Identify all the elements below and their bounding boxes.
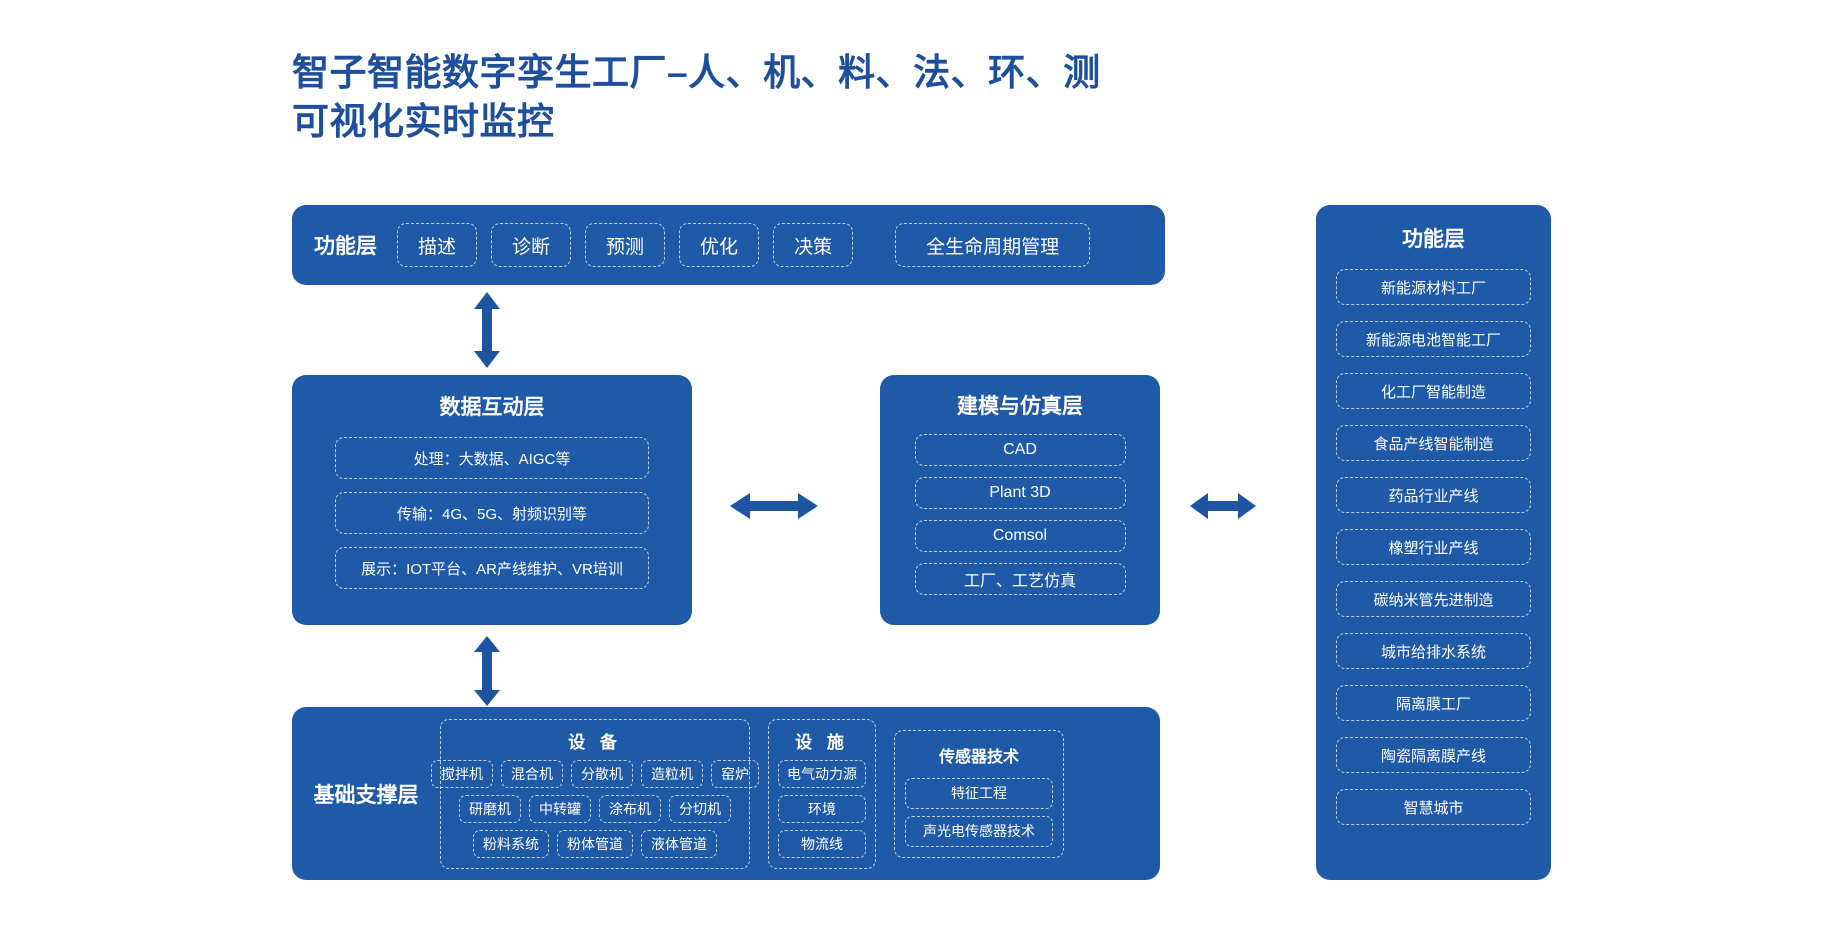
- equipment-chip-powder-pipeline[interactable]: 粉体管道: [557, 829, 633, 858]
- model-layer-item-comsol[interactable]: Comsol: [914, 520, 1126, 552]
- double-arrow-horizontal-icon: [1190, 493, 1256, 519]
- equipment-chip-disperser[interactable]: 分散机: [571, 759, 633, 788]
- data-layer-item-transmission[interactable]: 传输：4G、5G、射频识别等: [335, 492, 649, 534]
- app-item-pharmaceutical-line[interactable]: 药品行业产线: [1336, 477, 1531, 513]
- equipment-row-1: 搅拌机 混合机 分散机 造粒机 窑炉: [431, 759, 759, 788]
- functional-layer-label: 功能层: [314, 235, 377, 258]
- facility-row-1: 电气动力源: [778, 759, 866, 788]
- model-layer-item-cad[interactable]: CAD: [914, 434, 1126, 466]
- app-item-new-energy-battery-factory[interactable]: 新能源电池智能工厂: [1336, 321, 1531, 357]
- equipment-chip-grinder[interactable]: 研磨机: [459, 794, 521, 823]
- equipment-chip-mixer[interactable]: 搅拌机: [431, 759, 493, 788]
- app-item-rubber-plastic-line[interactable]: 橡塑行业产线: [1336, 529, 1531, 565]
- arrow-data-to-base: [474, 636, 500, 711]
- equipment-chip-transfer-tank[interactable]: 中转罐: [529, 794, 591, 823]
- page-title-line-2: 可视化实时监控: [292, 101, 555, 143]
- sensor-chip-acoustic-optical-electrical[interactable]: 声光电传感器技术: [905, 815, 1053, 847]
- app-item-ceramic-membrane-line[interactable]: 陶瓷隔离膜产线: [1336, 737, 1531, 773]
- modeling-simulation-layer-panel: 建模与仿真层 CAD Plant 3D Comsol 工厂、工艺仿真: [880, 375, 1160, 625]
- facility-chip-logistics-line[interactable]: 物流线: [778, 829, 866, 858]
- double-arrow-vertical-icon: [474, 292, 500, 368]
- equipment-group: 设 备 搅拌机 混合机 分散机 造粒机 窑炉 研磨机 中转罐 涂布机 分切机 粉…: [431, 718, 759, 869]
- arrow-data-to-model: [730, 493, 818, 524]
- app-item-carbon-nanotube-manufacturing[interactable]: 碳纳米管先进制造: [1336, 581, 1531, 617]
- equipment-chip-liquid-pipeline[interactable]: 液体管道: [641, 829, 717, 858]
- double-arrow-horizontal-icon: [730, 493, 818, 519]
- functional-item-optimize[interactable]: 优化: [679, 223, 760, 267]
- sensor-chip-feature-engineering[interactable]: 特征工程: [905, 777, 1053, 809]
- equipment-row-3: 粉料系统 粉体管道 液体管道: [473, 829, 717, 858]
- data-interaction-layer-panel: 数据互动层 处理：大数据、AIGC等 传输：4G、5G、射频识别等 展示：IOT…: [292, 375, 692, 625]
- app-item-chemical-plant-manufacturing[interactable]: 化工厂智能制造: [1336, 373, 1531, 409]
- data-layer-item-presentation[interactable]: 展示：IOT平台、AR产线维护、VR培训: [335, 547, 649, 589]
- equipment-chip-granulator[interactable]: 造粒机: [641, 759, 703, 788]
- base-support-layer-panel: 基础支撑层 设 备 搅拌机 混合机 分散机 造粒机 窑炉 研磨机 中转罐 涂布机…: [292, 707, 1160, 880]
- equipment-chip-blender[interactable]: 混合机: [501, 759, 563, 788]
- equipment-chip-powder-system[interactable]: 粉料系统: [473, 829, 549, 858]
- functional-item-predict[interactable]: 预测: [585, 223, 666, 267]
- facility-chip-electric-power[interactable]: 电气动力源: [778, 759, 866, 788]
- facility-row-3: 物流线: [778, 829, 866, 858]
- model-layer-item-factory-process-simulation[interactable]: 工厂、工艺仿真: [914, 563, 1126, 595]
- sensor-row-1: 特征工程: [905, 777, 1053, 809]
- applications-panel: 功能层 新能源材料工厂 新能源电池智能工厂 化工厂智能制造 食品产线智能制造 药…: [1316, 205, 1551, 880]
- app-item-separator-membrane-factory[interactable]: 隔离膜工厂: [1336, 685, 1531, 721]
- functional-item-diagnose[interactable]: 诊断: [491, 223, 572, 267]
- equipment-chip-kiln[interactable]: 窑炉: [711, 759, 759, 788]
- arrow-func-to-data: [474, 292, 500, 373]
- app-item-new-energy-material-factory[interactable]: 新能源材料工厂: [1336, 269, 1531, 305]
- app-item-food-line-manufacturing[interactable]: 食品产线智能制造: [1336, 425, 1531, 461]
- app-item-urban-water-system[interactable]: 城市给排水系统: [1336, 633, 1531, 669]
- equipment-chip-slitter[interactable]: 分切机: [669, 794, 731, 823]
- data-layer-item-processing[interactable]: 处理：大数据、AIGC等: [335, 437, 649, 479]
- facility-row-2: 环境: [778, 794, 866, 823]
- page-title-line-1: 智子智能数字孪生工厂–人、机、料、法、环、测: [292, 52, 1101, 93]
- equipment-group-title: 设 备: [568, 732, 622, 752]
- sensor-technology-group-title: 传感器技术: [938, 748, 1019, 766]
- applications-panel-title: 功能层: [1402, 228, 1465, 251]
- arrow-model-to-apps: [1190, 493, 1256, 524]
- functional-item-lifecycle-management[interactable]: 全生命周期管理: [895, 223, 1091, 267]
- facility-group: 设 施 电气动力源 环境 物流线: [768, 718, 876, 869]
- base-support-layer-label: 基础支撑层: [313, 783, 419, 807]
- double-arrow-vertical-icon: [474, 636, 500, 706]
- equipment-row-2: 研磨机 中转罐 涂布机 分切机: [459, 794, 731, 823]
- facility-group-title: 设 施: [795, 732, 849, 752]
- page-title: 智子智能数字孪生工厂–人、机、料、法、环、测 可视化实时监控: [292, 48, 1212, 146]
- model-layer-item-plant-3d[interactable]: Plant 3D: [914, 477, 1126, 509]
- functional-layer-bar: 功能层 描述 诊断 预测 优化 决策 全生命周期管理: [292, 205, 1165, 285]
- functional-item-decide[interactable]: 决策: [773, 223, 854, 267]
- facility-chip-environment[interactable]: 环境: [778, 794, 866, 823]
- sensor-technology-group: 传感器技术 特征工程 声光电传感器技术: [894, 729, 1064, 858]
- data-interaction-layer-title: 数据互动层: [439, 396, 545, 419]
- app-item-smart-city[interactable]: 智慧城市: [1336, 789, 1531, 825]
- sensor-row-2: 声光电传感器技术: [905, 815, 1053, 847]
- functional-item-describe[interactable]: 描述: [397, 223, 478, 267]
- modeling-simulation-layer-title: 建模与仿真层: [957, 395, 1083, 418]
- equipment-chip-coater[interactable]: 涂布机: [599, 794, 661, 823]
